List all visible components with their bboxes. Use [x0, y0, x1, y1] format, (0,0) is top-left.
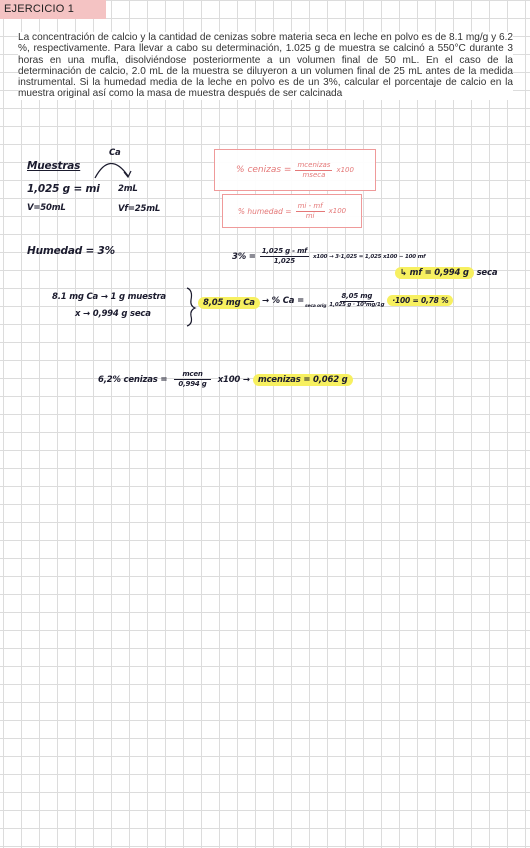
exercise-tag: EJERCICIO 1	[0, 0, 106, 19]
rule-line-2: x → 0,994 g seca	[75, 309, 151, 319]
sample-volume: V=50mL	[27, 203, 66, 213]
formula-cenizas-num: mcenizas	[295, 160, 333, 171]
formula-humedad-den: mi	[305, 211, 315, 220]
cenizas-calc-fraction: mcen 0,994 g	[174, 371, 211, 388]
pct-ca-sub: seca orig	[305, 304, 327, 310]
cenizas-calc-left: 6,2% cenizas =	[98, 374, 168, 385]
humedad-calc-left: 3% =	[232, 251, 256, 262]
formula-humedad-num: mi - mf	[295, 201, 325, 212]
cenizas-calc-den: 0,994 g	[178, 380, 207, 388]
formula-humedad-left: % humedad =	[237, 206, 292, 216]
mf-result: ↳ mf = 0,994 g	[395, 267, 474, 279]
dilution-arrow-head	[123, 170, 132, 179]
humedad-calc-fraction: 1,025 g - mf 1,025	[259, 247, 310, 265]
formula-humedad-box: % humedad = mi - mf mi x100	[222, 194, 362, 228]
cenizas-calc-right: x100 →	[217, 374, 250, 385]
pct-ca-num: 8,05 mg	[339, 292, 375, 302]
mf-suffix: seca	[476, 268, 498, 278]
aliquot-volume: 2mL	[118, 184, 138, 194]
cenizas-calc-num: mcen	[174, 371, 211, 380]
rule-brace	[186, 287, 197, 327]
humedad-calc-den: 1,025	[273, 257, 295, 265]
rule-result-value: 8,05 mg Ca	[198, 297, 260, 309]
formula-cenizas-box: % cenizas = mcenizas mseca x100	[214, 149, 376, 191]
humedad-calc: 3% = 1,025 g - mf 1,025 x100 → 3·1,025 =…	[232, 247, 426, 265]
pct-ca-den: 1,025 g · 10³mg/1g	[329, 302, 385, 308]
muestras-title: Muestras	[27, 160, 81, 172]
pct-ca-left: → % Ca =	[262, 295, 305, 306]
pct-ca-right: ·100 = 0,78 %	[387, 295, 454, 307]
ca-label: Ca	[109, 148, 121, 158]
dilution-arrow	[94, 162, 129, 179]
formula-cenizas-left: % cenizas =	[236, 165, 292, 175]
pct-ca-fraction: 8,05 mg 1,025 g · 10³mg/1g	[329, 293, 384, 309]
formula-cenizas-den: mseca	[302, 170, 326, 179]
formula-cenizas-right: x100	[336, 166, 354, 174]
problem-statement: La concentración de calcio y la cantidad…	[18, 32, 513, 100]
rule-line-1: 8.1 mg Ca → 1 g muestra	[52, 292, 166, 302]
pct-ca-calc: → % Ca = seca orig 8,05 mg 1,025 g · 10³…	[262, 293, 454, 310]
mf-result-row: ↳ mf = 0,994 g seca	[395, 267, 498, 279]
humedad-label: Humedad = 3%	[27, 245, 115, 257]
formula-cenizas-fraction: mcenizas mseca	[295, 160, 333, 179]
humedad-calc-right: x100 → 3·1,025 = 1,025 x100 − 100 mf	[313, 253, 426, 260]
cenizas-calc-result: mcenizas = 0,062 g	[252, 373, 353, 386]
formula-humedad-right: x100	[328, 207, 347, 215]
humedad-calc-num: 1,025 g - mf	[259, 247, 310, 257]
rule-result: 8,05 mg Ca	[198, 297, 260, 309]
formula-humedad-fraction: mi - mf mi	[295, 201, 325, 220]
cenizas-calc: 6,2% cenizas = mcen 0,994 g x100 → mceni…	[98, 371, 353, 388]
sample-mass: 1,025 g = mi	[27, 183, 100, 195]
final-volume: Vf=25mL	[118, 204, 161, 214]
